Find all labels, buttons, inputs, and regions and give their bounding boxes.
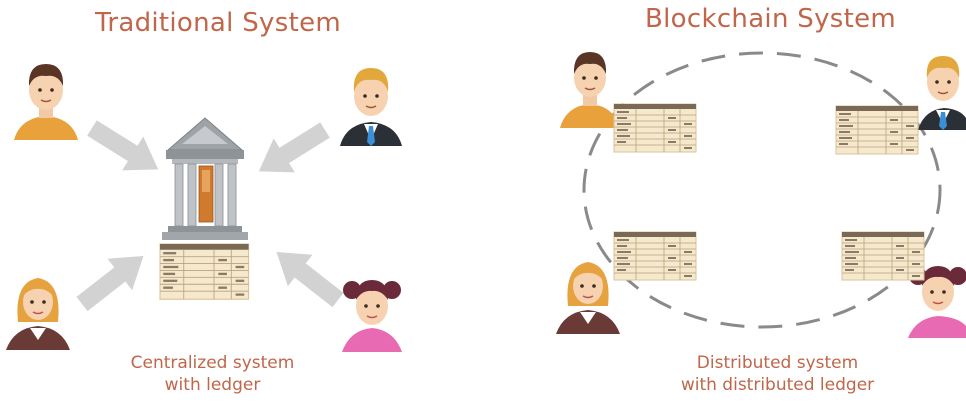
person-icon-male-brown bbox=[14, 64, 78, 140]
traditional-caption-line1: Centralized system bbox=[130, 353, 295, 373]
blockchain-caption-line2: with distributed ledger bbox=[680, 375, 875, 395]
arrow-icon-topright bbox=[248, 113, 336, 189]
person-icon-female-blond bbox=[6, 278, 70, 350]
arrow-icon-bottomleft bbox=[69, 240, 156, 320]
person-icon-male-blond-node bbox=[918, 56, 966, 130]
network-circle bbox=[582, 51, 942, 329]
traditional-caption-line2: with ledger bbox=[164, 375, 261, 395]
ledger-icon-node-2 bbox=[835, 105, 919, 155]
arrow-icon-topleft bbox=[81, 111, 169, 187]
blockchain-system-title: Blockchain System bbox=[645, 4, 897, 34]
arrow-icon-bottomright bbox=[264, 236, 351, 316]
person-icon-girl-pigtails bbox=[342, 280, 402, 352]
ledger-icon-central bbox=[159, 243, 250, 300]
traditional-caption: Centralized system with ledger bbox=[120, 352, 305, 396]
person-icon-male-blond bbox=[340, 68, 402, 146]
blockchain-caption: Distributed system with distributed ledg… bbox=[660, 352, 895, 396]
person-icon-female-blond-node bbox=[556, 262, 620, 334]
person-icon-male-brown-node bbox=[560, 52, 620, 128]
ledger-icon-node-4 bbox=[841, 231, 925, 281]
blockchain-caption-line1: Distributed system bbox=[696, 353, 859, 373]
ledger-icon-node-3 bbox=[613, 231, 697, 281]
ledger-icon-node-1 bbox=[613, 103, 697, 153]
bank-icon bbox=[162, 117, 248, 240]
person-icon-girl-pigtails-node bbox=[908, 266, 966, 338]
traditional-system-title: Traditional System bbox=[95, 8, 341, 38]
